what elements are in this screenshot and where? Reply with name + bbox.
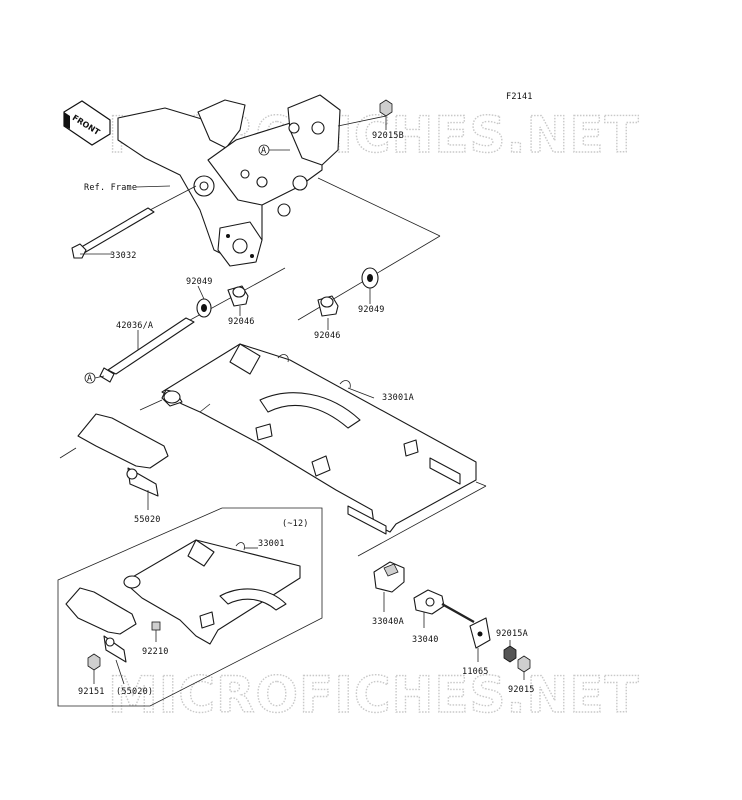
label-ref-frame: Ref. Frame <box>84 183 137 193</box>
label-11065: 11065 <box>462 667 489 677</box>
label-inset-note: (~12) <box>282 519 309 529</box>
figure-code: F2141 <box>506 92 533 102</box>
seal-92049-right <box>361 267 379 289</box>
label-92015b: 92015B <box>372 131 404 141</box>
inset-box <box>57 507 323 707</box>
chain-guide-55020 <box>77 413 169 497</box>
bolt-92151 <box>87 653 101 671</box>
label-92046-left: 92046 <box>228 317 255 327</box>
swingarm-33001-inset <box>123 539 301 645</box>
bushing-92046-left <box>227 285 249 307</box>
label-92210: 92210 <box>142 647 169 657</box>
axle-42036a <box>99 317 195 383</box>
label-33040a: 33040A <box>372 617 404 627</box>
label-92015a: 92015A <box>496 629 528 639</box>
label-55020: 55020 <box>134 515 161 525</box>
plate-11065 <box>469 617 491 649</box>
front-arrow-icon: FRONT <box>63 100 111 146</box>
label-92046-right: 92046 <box>314 331 341 341</box>
frame-drawing <box>117 94 341 267</box>
chain-guide-inset <box>65 587 137 663</box>
label-42036a: 42036/A <box>116 321 153 331</box>
bushing-92046-right <box>317 295 339 317</box>
swingarm-33001a <box>161 343 477 535</box>
adjuster-33040a <box>373 561 405 593</box>
label-33001a: 33001A <box>382 393 414 403</box>
label-33001: 33001 <box>258 539 285 549</box>
pivot-shaft-33032 <box>71 207 155 259</box>
symbol-a-top: A <box>261 146 266 156</box>
label-92049-right: 92049 <box>358 305 385 315</box>
adjuster-33040 <box>413 589 475 624</box>
label-55020-paren: (55020) <box>116 687 153 697</box>
label-92151: 92151 <box>78 687 105 697</box>
label-92049-left: 92049 <box>186 277 213 287</box>
label-92015: 92015 <box>508 685 535 695</box>
seal-92049-left <box>196 298 212 318</box>
bolt-92210 <box>151 621 161 631</box>
label-33040: 33040 <box>412 635 439 645</box>
label-33032: 33032 <box>110 251 137 261</box>
nut-92015a <box>503 645 517 663</box>
nut-92015 <box>517 655 531 673</box>
watermark-bottom: MICROFICHES.NET <box>108 666 640 724</box>
symbol-a-bottom: A <box>87 374 92 384</box>
